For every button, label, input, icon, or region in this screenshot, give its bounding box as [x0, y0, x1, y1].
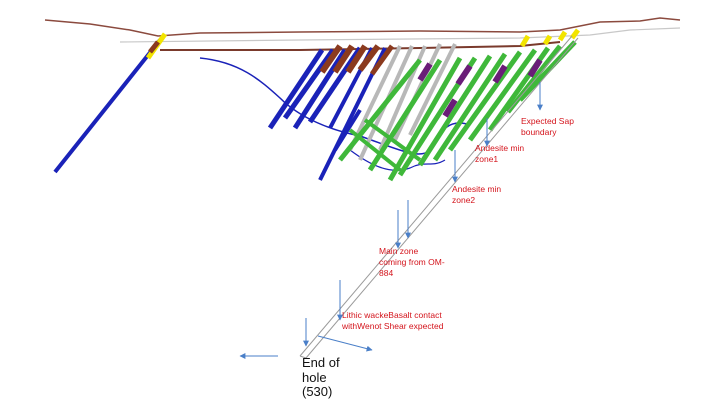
drillhole-collars-yellow [519, 28, 580, 48]
drillhole-group-purple [417, 58, 543, 118]
topography-line [44, 17, 681, 37]
label-expected-sap-boundary: Expected Sap boundary [521, 116, 574, 137]
blue-curve-line-2 [349, 149, 446, 171]
label-end-of-hole: End of hole (530) [302, 355, 340, 399]
saprolite-boundary-line [160, 41, 561, 51]
drillhole-group-brown [319, 44, 395, 76]
drillhole-left-top [148, 40, 160, 54]
label-andesite-min-zone1: Andesite min zone1 [475, 143, 525, 164]
label-andesite-min-zone2: Andesite min zone2 [452, 184, 502, 205]
label-lithic-wacke-contact: Lithic wackeBasalt contact withWenot She… [342, 310, 444, 331]
drillhole-left [53, 38, 162, 174]
drillhole-group-blue [267, 46, 387, 181]
drillhole-group-green [338, 40, 577, 182]
label-main-zone: Main zone coming from OM- 884 [379, 246, 445, 278]
annotation-arrows [239, 82, 543, 359]
reference-line [119, 27, 681, 43]
planned-deep-hole [299, 35, 579, 359]
